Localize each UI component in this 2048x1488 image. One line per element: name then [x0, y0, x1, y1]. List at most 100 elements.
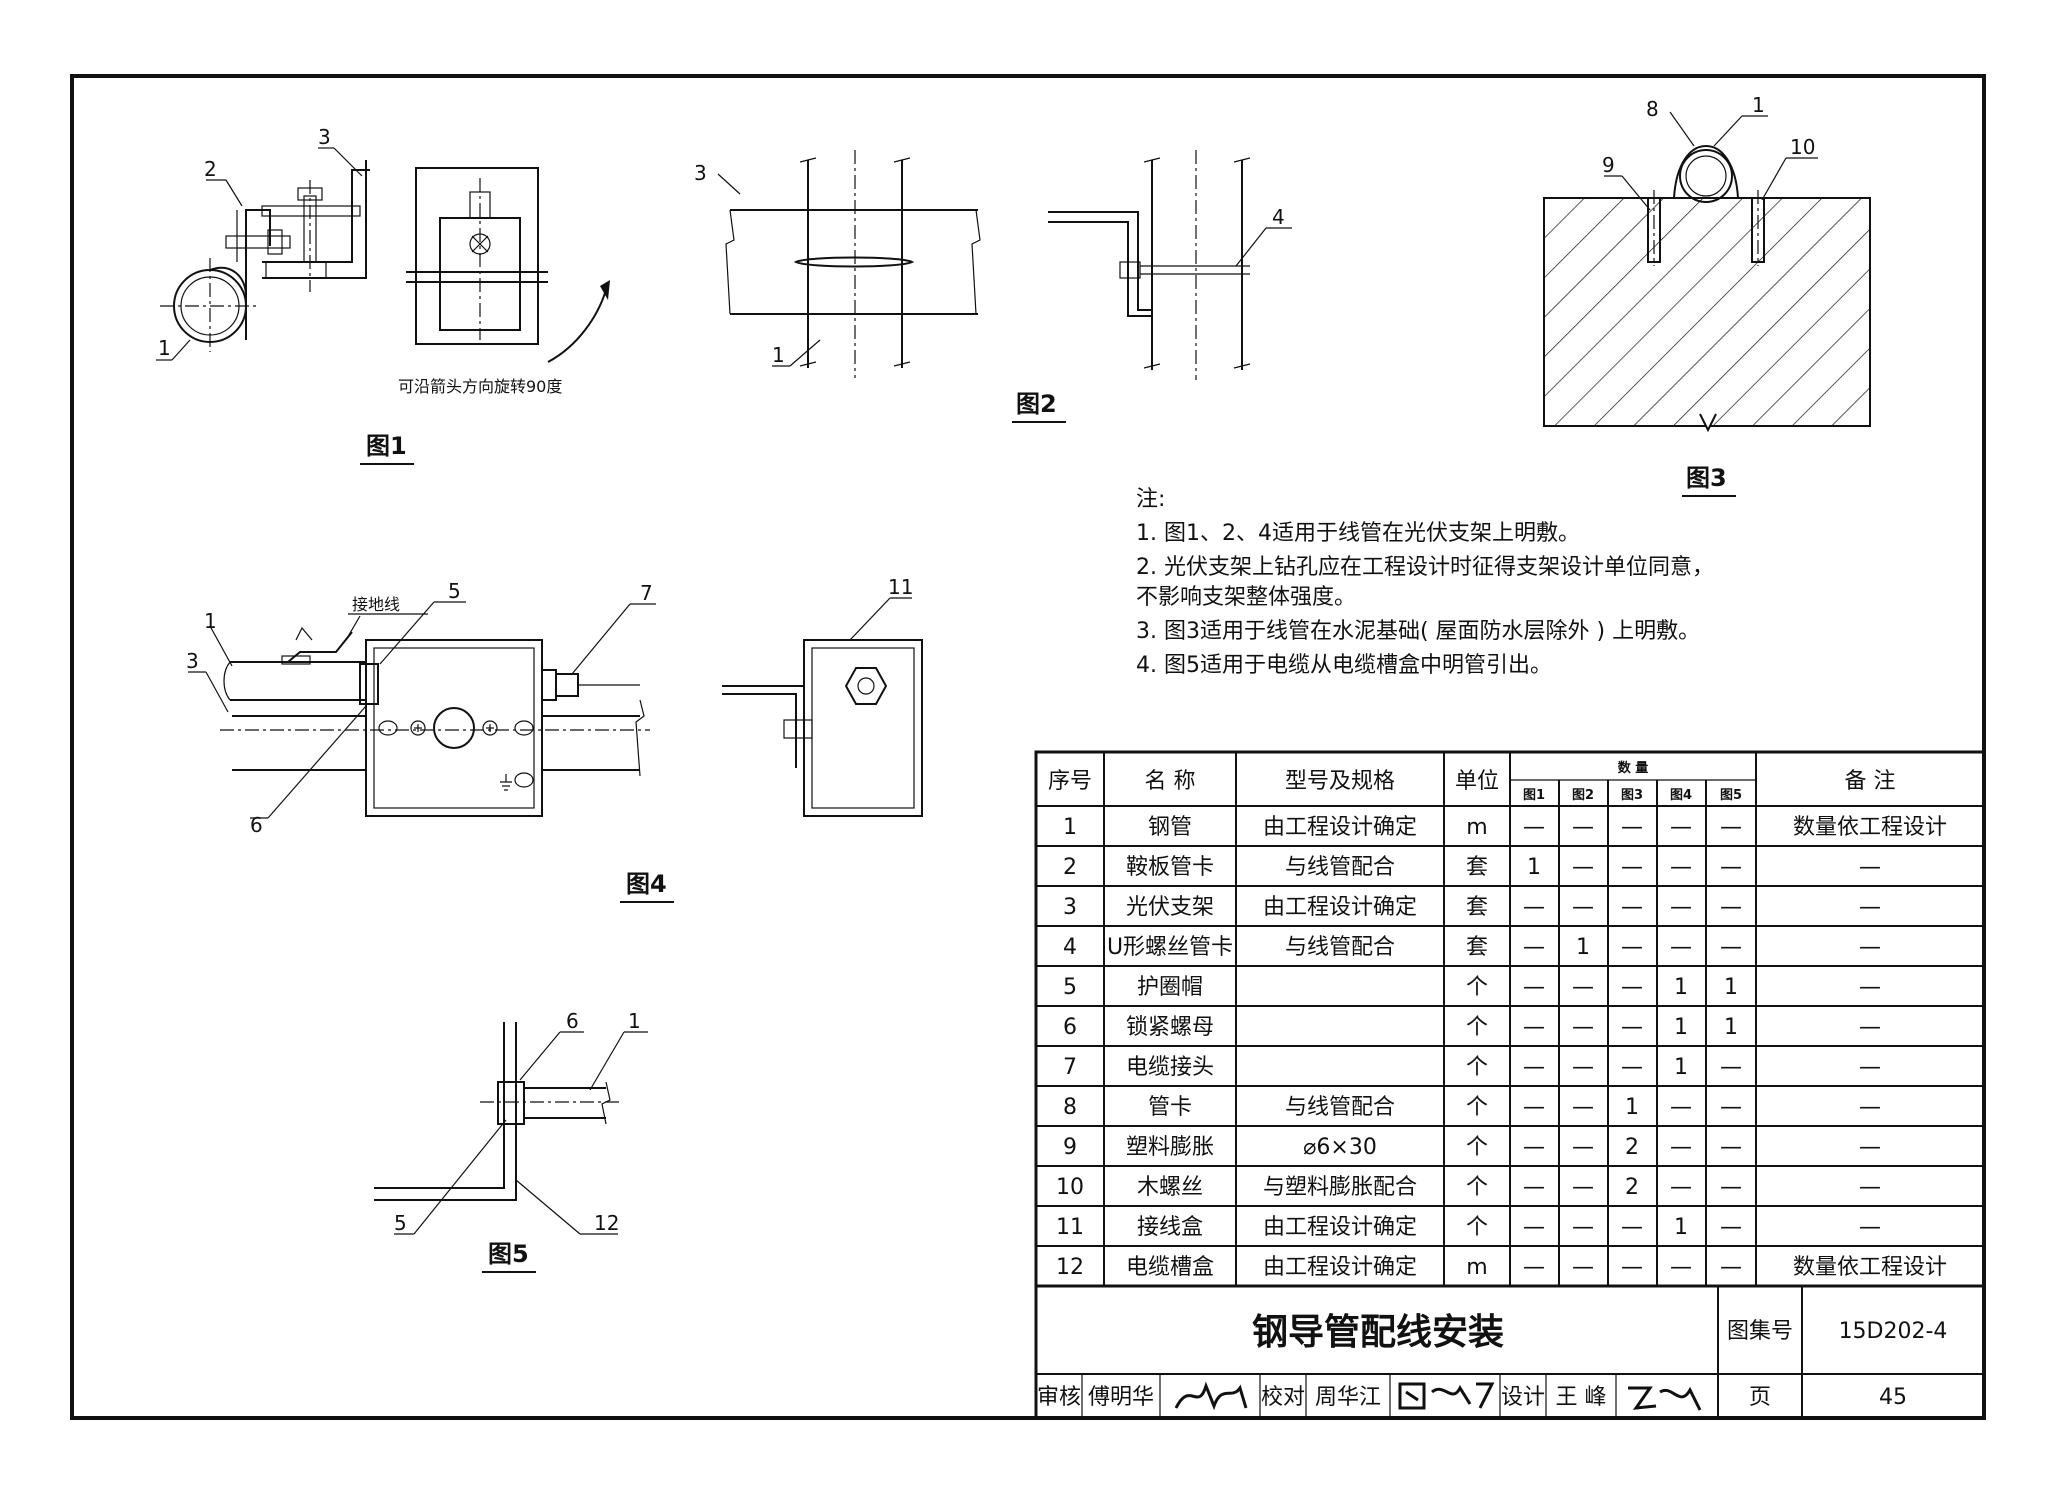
td-qty: — — [1670, 1135, 1692, 1160]
td-qty: — — [1720, 815, 1742, 840]
th-qty-col: 图4 — [1670, 788, 1692, 803]
td-qty: — — [1523, 1255, 1545, 1280]
td-unit: 个 — [1466, 1175, 1488, 1200]
td-qty: — — [1670, 1175, 1692, 1200]
td-qty: — — [1572, 1255, 1594, 1280]
th-unit: 单位 — [1455, 769, 1499, 794]
td-qty: — — [1670, 1255, 1692, 1280]
td-qty: 2 — [1625, 1135, 1639, 1160]
fig3-concrete-base — [1543, 197, 1871, 427]
fig5-callout-5: 5 — [394, 1211, 407, 1235]
td-name: U形螺丝管卡 — [1107, 935, 1233, 960]
td-spec: 由工程设计确定 — [1263, 1255, 1417, 1280]
td-unit: 个 — [1466, 1135, 1488, 1160]
designer-signature — [1628, 1386, 1702, 1411]
td-qty: 1 — [1724, 975, 1738, 1000]
td-name: 电缆接头 — [1126, 1055, 1214, 1080]
td-qty: — — [1621, 1055, 1643, 1080]
td-qty: — — [1670, 1095, 1692, 1120]
td-qty: — — [1572, 975, 1594, 1000]
fig5-callout-12: 12 — [594, 1211, 619, 1235]
td-name: 锁紧螺母 — [1126, 1015, 1214, 1040]
td-qty: — — [1720, 1215, 1742, 1240]
td-qty: 1 — [1674, 1015, 1688, 1040]
td-name: 鞍板管卡 — [1126, 855, 1214, 880]
td-qty: — — [1572, 1015, 1594, 1040]
td-no: 12 — [1056, 1255, 1084, 1280]
td-qty: — — [1621, 1215, 1643, 1240]
fig4-callout-5: 5 — [448, 579, 461, 603]
td-spec: 与线管配合 — [1285, 935, 1395, 960]
figure-1: 1 2 3 可沿箭头方向旋转90度 图1 — [156, 125, 610, 465]
td-qty: — — [1523, 1215, 1545, 1240]
th-qty: 数 量 — [1618, 760, 1649, 776]
fig4-callout-3: 3 — [186, 649, 199, 673]
td-qty: — — [1572, 1095, 1594, 1120]
td-name: 塑料膨胀 — [1126, 1135, 1214, 1160]
sheet-border — [70, 74, 1986, 1420]
td-spec: 由工程设计确定 — [1263, 1215, 1417, 1240]
td-qty: 1 — [1674, 1055, 1688, 1080]
td-unit: 套 — [1466, 935, 1488, 960]
td-qty: — — [1621, 1015, 1643, 1040]
td-qty: — — [1720, 1055, 1742, 1080]
td-no: 2 — [1063, 855, 1077, 880]
fig2-callout-1: 1 — [772, 343, 785, 367]
figure-2: 3 1 4 图2 — [694, 150, 1292, 423]
td-qty: — — [1523, 1175, 1545, 1200]
td-qty: — — [1523, 975, 1545, 1000]
td-qty: — — [1670, 935, 1692, 960]
td-remark: — — [1859, 975, 1881, 1000]
td-name: 钢管 — [1148, 815, 1192, 840]
td-remark: — — [1859, 935, 1881, 960]
fig4-callout-6: 6 — [250, 813, 263, 837]
td-no: 3 — [1063, 895, 1077, 920]
td-no: 5 — [1063, 975, 1077, 1000]
figure-3: 8 1 9 10 图3 — [1543, 93, 1871, 497]
td-unit: 个 — [1466, 1215, 1488, 1240]
th-qty-col: 图2 — [1572, 788, 1594, 803]
designer-name: 王 峰 — [1556, 1385, 1607, 1410]
td-name: 木螺丝 — [1137, 1175, 1203, 1200]
td-qty: 1 — [1625, 1095, 1639, 1120]
th-remark: 备 注 — [1845, 769, 1896, 794]
td-unit: m — [1466, 1255, 1487, 1280]
td-remark: — — [1859, 895, 1881, 920]
fig1-callout-2: 2 — [204, 157, 217, 181]
fig3-callout-1: 1 — [1752, 93, 1765, 117]
td-remark: — — [1859, 1215, 1881, 1240]
fig3-callout-10: 10 — [1790, 135, 1815, 159]
td-qty: — — [1720, 855, 1742, 880]
td-qty: — — [1523, 815, 1545, 840]
title-block: 钢导管配线安装 图集号 15D202-4 审核 傅明华 校对 周华江 设计 王 … — [1034, 1284, 1986, 1420]
drawing-title: 钢导管配线安装 — [1252, 1312, 1504, 1353]
td-qty: — — [1670, 895, 1692, 920]
td-remark: 数量依工程设计 — [1793, 1255, 1947, 1280]
td-qty: — — [1720, 1255, 1742, 1280]
td-unit: 套 — [1466, 895, 1488, 920]
design-label: 设计 — [1501, 1385, 1545, 1410]
note-2-cont: 不影响支架整体强度。 — [1136, 585, 1356, 610]
td-name: 电缆槽盒 — [1126, 1255, 1214, 1280]
td-remark: 数量依工程设计 — [1793, 815, 1947, 840]
td-qty: 2 — [1625, 1175, 1639, 1200]
td-qty: 1 — [1576, 935, 1590, 960]
checker-signature — [1398, 1382, 1495, 1410]
td-spec: 与线管配合 — [1285, 1095, 1395, 1120]
td-qty: — — [1720, 1095, 1742, 1120]
notes-heading: 注: — [1136, 487, 1165, 512]
fig1-callout-3: 3 — [318, 125, 331, 149]
td-qty: — — [1572, 855, 1594, 880]
td-qty: — — [1572, 1135, 1594, 1160]
th-spec: 型号及规格 — [1285, 769, 1395, 794]
td-qty: — — [1720, 1135, 1742, 1160]
td-qty: 1 — [1527, 855, 1541, 880]
reviewer-signature — [1174, 1381, 1248, 1411]
fig2-callout-4: 4 — [1272, 205, 1285, 229]
td-qty: — — [1621, 975, 1643, 1000]
td-qty: — — [1670, 815, 1692, 840]
td-name: 护圈帽 — [1137, 975, 1203, 1000]
atlas-label: 图集号 — [1727, 1319, 1793, 1344]
fig3-caption: 图3 — [1686, 464, 1727, 492]
th-qty-col: 图3 — [1621, 788, 1643, 803]
